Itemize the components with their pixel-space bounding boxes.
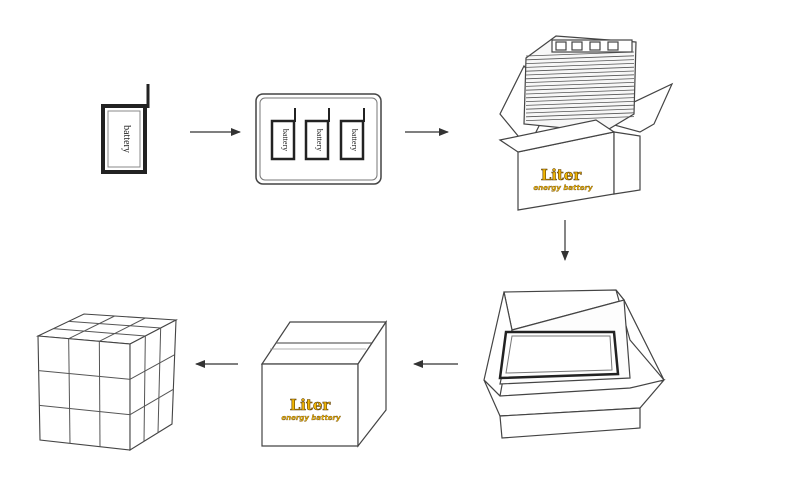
brand-tagline: energy battery [281, 414, 341, 422]
brand-name: Liter [290, 396, 332, 414]
box-top-flap [498, 119, 616, 153]
step-single-cell: battery [101, 84, 150, 174]
step-stacked-boxes [35, 313, 178, 451]
step-open-box-packed [483, 289, 666, 439]
battery-label: battery [315, 129, 324, 151]
brand-logo: Liter energy battery [533, 166, 593, 192]
tray-cell: battery [304, 108, 330, 161]
box-front [499, 407, 641, 439]
step-cells-in-tray: battery battery battery [255, 93, 382, 185]
brand-logo: Liter energy battery [281, 396, 341, 422]
tray-cell: battery [270, 108, 296, 161]
battery-cell [101, 104, 147, 174]
step-sealed-box: Liter energy battery [260, 320, 388, 448]
brand-tagline: energy battery [533, 184, 593, 192]
battery-label: battery [350, 129, 359, 151]
tray-cell: battery [339, 108, 365, 161]
box-side [613, 131, 641, 195]
stack-front [37, 335, 131, 451]
tray-stack [523, 35, 637, 133]
packed-trays [498, 330, 620, 380]
brand-name: Liter [541, 166, 583, 184]
battery-label: battery [281, 129, 290, 151]
step-trays-into-box: Liter energy battery [498, 35, 674, 211]
battery-label: battery [121, 125, 132, 153]
tray-inner [259, 97, 378, 181]
box-side [357, 320, 387, 448]
